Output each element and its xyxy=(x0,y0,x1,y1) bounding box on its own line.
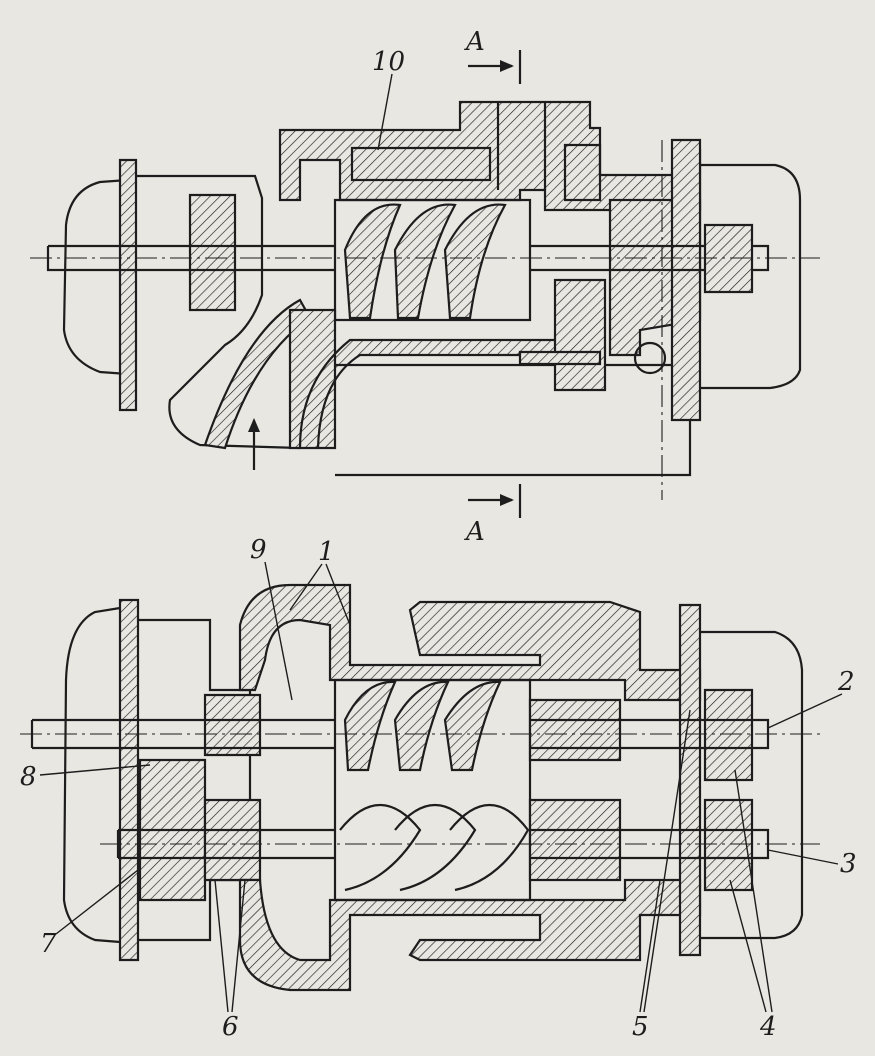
top-right-flange xyxy=(670,138,702,422)
top-right-cover xyxy=(700,163,802,390)
part-label-8: 8 xyxy=(20,762,37,792)
top-right-seal-pack xyxy=(553,278,607,392)
part-label-7: 7 xyxy=(40,929,57,959)
top-lower-frame xyxy=(335,363,692,477)
part-label-4: 4 xyxy=(759,1012,777,1042)
bottom-right-bearing-lower xyxy=(528,798,622,882)
bottom-rotor-female xyxy=(339,804,530,892)
bottom-rotor-male xyxy=(343,680,502,772)
section-label-bottom: A xyxy=(464,517,485,547)
top-rotor-helix xyxy=(343,203,507,320)
top-inlet-wall xyxy=(203,298,312,450)
bottom-right-bearing-upper xyxy=(528,698,622,762)
bottom-right-nut-upper xyxy=(703,688,754,782)
bottom-right-flange xyxy=(678,603,702,957)
part-label-2: 2 xyxy=(837,667,855,697)
top-shaft-nut xyxy=(703,223,754,294)
top-oil-chamber xyxy=(563,143,602,202)
top-left-cover-wall xyxy=(118,158,138,412)
part-label-6: 6 xyxy=(222,1012,239,1042)
bottom-rotor-box xyxy=(333,678,532,902)
bottom-lower-shaft xyxy=(116,828,770,860)
top-left-cover xyxy=(62,178,129,376)
part-label-5: 5 xyxy=(632,1012,649,1042)
bottom-right-nut-lower xyxy=(703,798,754,892)
bottom-upper-shaft xyxy=(30,718,770,750)
part-label-10: 10 xyxy=(372,47,405,77)
bottom-left-bearing-upper xyxy=(203,693,262,757)
bottom-left-housing xyxy=(138,618,252,942)
bottom-casing-lower xyxy=(238,878,702,992)
top-discharge-port xyxy=(496,102,547,190)
top-chamber-10 xyxy=(350,146,492,182)
bottom-left-bearing-lower xyxy=(203,798,262,882)
top-oil-line xyxy=(518,350,602,366)
bottom-right-cover xyxy=(700,630,804,940)
part-label-1: 1 xyxy=(318,537,335,567)
part-label-3: 3 xyxy=(840,849,857,879)
top-casing-lower xyxy=(288,308,562,450)
top-oil-plug xyxy=(633,341,667,375)
top-left-housing xyxy=(136,174,301,450)
section-label-top: A xyxy=(464,27,485,57)
bottom-left-flange xyxy=(118,598,140,962)
bottom-view: 9 1 2 8 3 7 6 5 4 xyxy=(20,535,857,1042)
part-label-9: 9 xyxy=(250,535,267,565)
top-view: A A 10 xyxy=(30,27,820,547)
top-rotor-box xyxy=(333,198,532,322)
bottom-left-cover xyxy=(62,606,121,944)
top-left-bearing-block xyxy=(188,193,237,312)
bottom-casing-upper xyxy=(238,583,702,702)
